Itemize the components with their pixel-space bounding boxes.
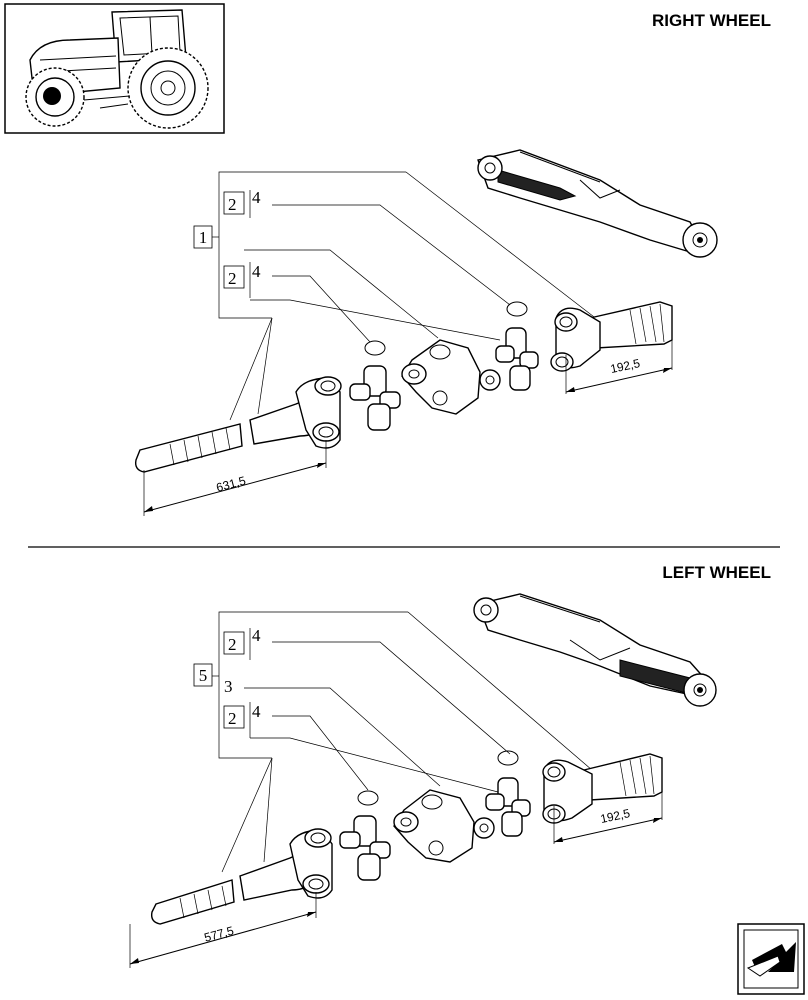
ref-lower-part: 4: [252, 262, 261, 281]
dim-long-shaft-label: 577,5: [203, 923, 236, 944]
right-wheel-heading: RIGHT WHEEL: [652, 11, 771, 30]
ref-sub-part: 3: [224, 677, 233, 696]
ref-upper-qty: 2: [228, 635, 237, 654]
ref-lower-qty: 2: [228, 709, 237, 728]
universal-joint-cross-icon: [485, 777, 531, 837]
left-wheel-heading: LEFT WHEEL: [662, 563, 771, 582]
ref-box-upper-qty: [223, 191, 245, 215]
ref-box-lower-qty: [223, 265, 245, 289]
short-axle-shaft-icon: [550, 301, 673, 372]
ref-group-number: 1: [199, 228, 208, 247]
reference-leader-lines: [212, 611, 593, 873]
snap-ring-icon: [364, 301, 528, 356]
ref-upper-part: 4: [252, 626, 261, 645]
ref-group-number: 5: [199, 666, 208, 685]
left-wheel-section: 5 3 2 4 2 4: [129, 593, 717, 968]
universal-joint-cross-icon: [495, 327, 539, 391]
tractor-thumbnail: [4, 3, 225, 134]
ref-box-group: [193, 663, 213, 687]
ref-lower-qty: 2: [228, 269, 237, 288]
axle-housing-icon: [477, 149, 718, 258]
next-page-arrow-icon: [746, 942, 796, 977]
ref-upper-part: 4: [252, 188, 261, 207]
dim-short-shaft-label: 192,5: [609, 356, 642, 376]
reference-labels: 5 3 2 4 2 4: [193, 626, 261, 738]
next-page-button[interactable]: [737, 923, 805, 995]
dim-short-shaft-label: 192,5: [599, 806, 632, 826]
axle-housing-icon: [473, 593, 717, 707]
ref-upper-qty: 2: [228, 195, 237, 214]
dimension-short-shaft: 192,5: [553, 784, 663, 844]
dim-long-shaft-label: 631,5: [215, 473, 248, 494]
double-yoke-icon: [393, 789, 495, 863]
long-axle-shaft-icon: [134, 376, 342, 473]
long-axle-shaft-icon: [150, 828, 333, 925]
ref-box-group: [193, 225, 213, 249]
universal-joint-cross-icon: [349, 365, 401, 431]
tractor-icon: [25, 9, 209, 129]
ref-lower-part: 4: [252, 702, 261, 721]
ref-box-upper-qty: [223, 631, 245, 655]
reference-leader-lines: [212, 171, 599, 421]
snap-ring-icon: [357, 750, 519, 806]
ref-box-lower-qty: [223, 705, 245, 729]
universal-joint-cross-icon: [339, 815, 391, 881]
double-yoke-icon: [401, 339, 501, 415]
short-axle-shaft-icon: [542, 753, 663, 824]
dimension-short-shaft: 192,5: [565, 334, 673, 394]
reference-labels: 1 2 4 2 4: [193, 188, 261, 298]
right-wheel-section: 1 2 4 2 4: [134, 149, 718, 516]
